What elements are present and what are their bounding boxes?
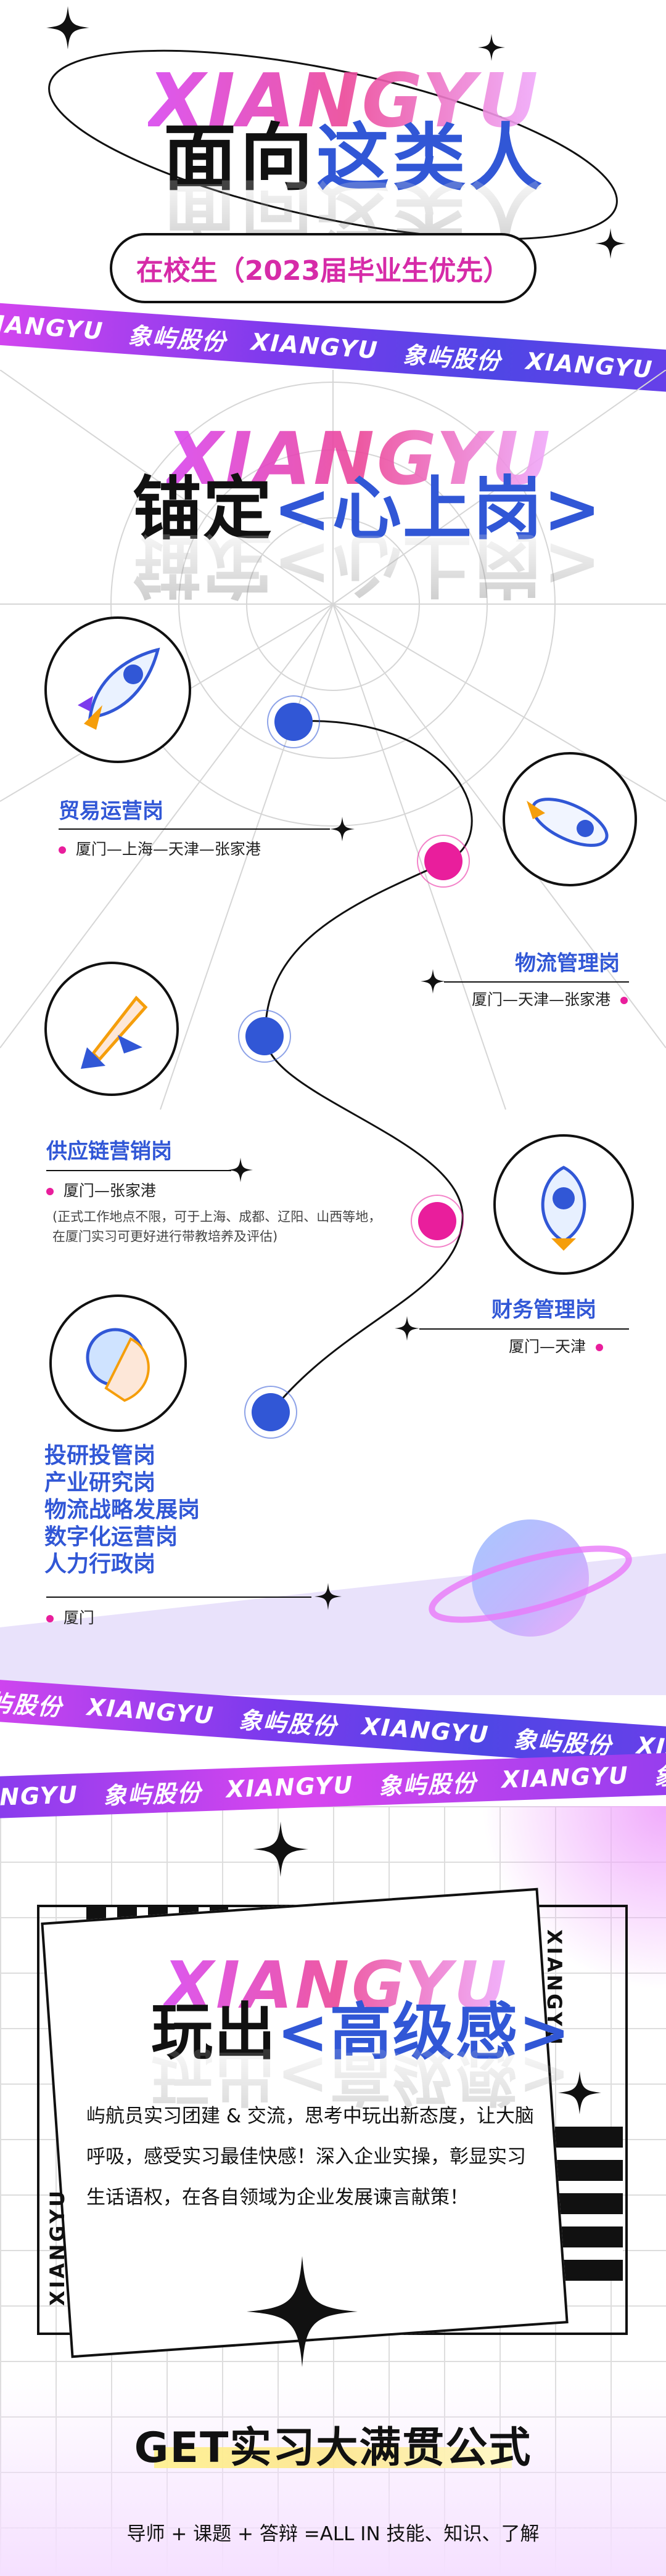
fun-ghost-title: XIANGYU	[163, 1948, 509, 2023]
fun-title-part1: 玩出	[151, 1996, 277, 2068]
formula-title: GET实习大满贯公式	[134, 2424, 532, 2472]
positions-reflection-part2: <心上岗>	[273, 525, 602, 605]
stage-title: 物流管理岗	[515, 951, 620, 976]
positions-title-part1: 锚定	[133, 469, 273, 549]
position-list-item: 数字化运营岗	[44, 1524, 178, 1550]
stage-location-text: 厦门—天津—张家港	[472, 991, 611, 1008]
formula-line: 导师 + 课题 + 答辩 =ALL IN 技能、知识、了解	[126, 2523, 540, 2545]
spaceship-icon	[503, 752, 637, 886]
fun-paragraph: 屿航员实习团建 & 交流，思考中玩出新态度，让大脑呼吸，感受实习最佳快感！深入企…	[86, 2105, 534, 2209]
sparkle-icon	[330, 817, 355, 841]
sparkle-icon	[595, 228, 626, 259]
sparkle-icon	[247, 2256, 358, 2367]
stage-location: 厦门—张家港	[46, 1179, 156, 1201]
bullet-dot	[59, 846, 66, 854]
bullet-dot	[46, 1188, 54, 1195]
stage-location: 厦门	[46, 1606, 94, 1628]
divider	[419, 1328, 629, 1330]
sparkle-icon	[314, 1583, 342, 1610]
ribbon-text: 象屿股份	[512, 1725, 613, 1760]
ribbon-text: XIANGYU	[361, 1712, 490, 1749]
route-node	[267, 695, 320, 748]
fun-title-part2: <高级感>	[277, 1996, 572, 2068]
target-audience-pill: 在校生（2023届毕业生优先）	[110, 233, 536, 303]
positions-reflection-part1: 锚定	[133, 525, 273, 605]
hero-orbit-decoration	[48, 49, 618, 240]
shuttle-icon	[44, 962, 179, 1096]
ribbon-text: XIANGYU	[501, 1762, 630, 1794]
hero-section: XIANGYU 面向这类人 面向这类人 在校生（2023届毕业生优先）	[0, 0, 666, 345]
sparkle-icon	[253, 1822, 308, 1877]
sparkle-icon	[558, 2071, 601, 2114]
stage-location-text: 厦门	[63, 1609, 94, 1627]
positions-section: XIANGYU 锚定<心上岗> 锚定<心上岗> 贸易运营岗 厦门—上海—天津—张…	[0, 370, 666, 1695]
ribbon-text: XIANGYU	[0, 309, 105, 345]
position-list-item: 人力行政岗	[44, 1552, 156, 1577]
positions-title-reflection: 锚定<心上岗>	[133, 521, 602, 621]
stage-location-text: 厦门—张家港	[63, 1182, 156, 1200]
position-list-item: 物流战略发展岗	[44, 1497, 200, 1523]
positions-title: 锚定<心上岗>	[133, 453, 602, 553]
bullet-dot	[46, 1615, 54, 1622]
divider	[46, 1597, 311, 1598]
route-node	[417, 835, 470, 888]
stage-location: 厦门—天津—张家港	[472, 987, 628, 1010]
bullet-dot	[620, 997, 628, 1004]
formula-highlight	[154, 2447, 512, 2468]
vertical-text-left: XIANGYU	[46, 2188, 69, 2306]
sparkle-icon	[228, 1158, 253, 1182]
sparkle-icon	[46, 6, 89, 49]
route-node	[244, 1386, 297, 1439]
vertical-text-right: XIANGYU	[543, 1929, 566, 2047]
stripe-decoration	[555, 2127, 623, 2281]
planet-icon	[429, 1519, 632, 1637]
sparkle-icon	[395, 1316, 419, 1341]
ribbon-text: 象屿股份	[0, 1687, 64, 1721]
glow	[0, 2379, 666, 2576]
stage-location-text: 厦门—天津	[509, 1338, 586, 1355]
ribbon-text: XIANGYU	[250, 328, 380, 364]
route-node	[411, 1195, 464, 1248]
astronaut-icon	[49, 1294, 187, 1432]
stage-location: 厦门—上海—天津—张家港	[59, 837, 261, 859]
fun-title: 玩出<高级感>	[151, 1982, 572, 2071]
divider	[59, 828, 330, 830]
positions-title-part2: <心上岗>	[273, 469, 602, 549]
ribbon-text: XIANGYU	[86, 1693, 215, 1730]
stage-title: 贸易运营岗	[59, 799, 163, 824]
stage-title: 供应链营销岗	[46, 1139, 172, 1164]
ribbon-text: XIANGYU	[226, 1771, 355, 1803]
position-list-item: 投研投管岗	[44, 1443, 156, 1468]
rocket-capsule-icon	[493, 1134, 634, 1275]
position-list: 投研投管岗 产业研究岗 物流战略发展岗 数字化运营岗 人力行政岗	[44, 1442, 200, 1578]
ribbon-text: 象屿股份	[237, 1706, 339, 1740]
position-list-item: 产业研究岗	[44, 1470, 156, 1495]
ribbon-text: XIANGYU	[0, 1781, 79, 1813]
stage-location-text: 厦门—上海—天津—张家港	[75, 840, 261, 858]
route-node	[238, 1010, 291, 1063]
stage-note-line: (正式工作地点不限，可于上海、成都、辽阳、山西等地，	[52, 1209, 382, 1224]
stage-title: 财务管理岗	[491, 1298, 596, 1322]
ribbon-text: 象屿股份	[377, 1769, 478, 1800]
bullet-dot	[595, 1344, 603, 1351]
positions-ghost-title: XIANGYU	[166, 416, 553, 501]
sparkle-icon	[421, 969, 445, 994]
ribbon-text: 象屿股份	[102, 1778, 202, 1810]
divider	[46, 1170, 231, 1171]
ribbon-text: 象屿股份	[126, 321, 228, 356]
divider	[444, 981, 629, 983]
sparkle-icon	[478, 34, 505, 61]
hero-title-part2: 这类人	[316, 115, 546, 200]
rocket-icon	[44, 616, 191, 763]
ribbon-text: 象屿股份	[653, 1759, 666, 1791]
hero-ghost-title: XIANGYU	[148, 59, 541, 144]
stage-note-line: 在厦门实习可更好进行带教培养及评估)	[52, 1229, 278, 1244]
hero-title: 面向这类人	[163, 99, 546, 204]
stage-note: (正式工作地点不限，可于上海、成都、辽阳、山西等地， 在厦门实习可更好进行带教培…	[52, 1207, 381, 1246]
stage-location: 厦门—天津	[509, 1335, 603, 1357]
hero-title-part1: 面向	[163, 115, 317, 200]
